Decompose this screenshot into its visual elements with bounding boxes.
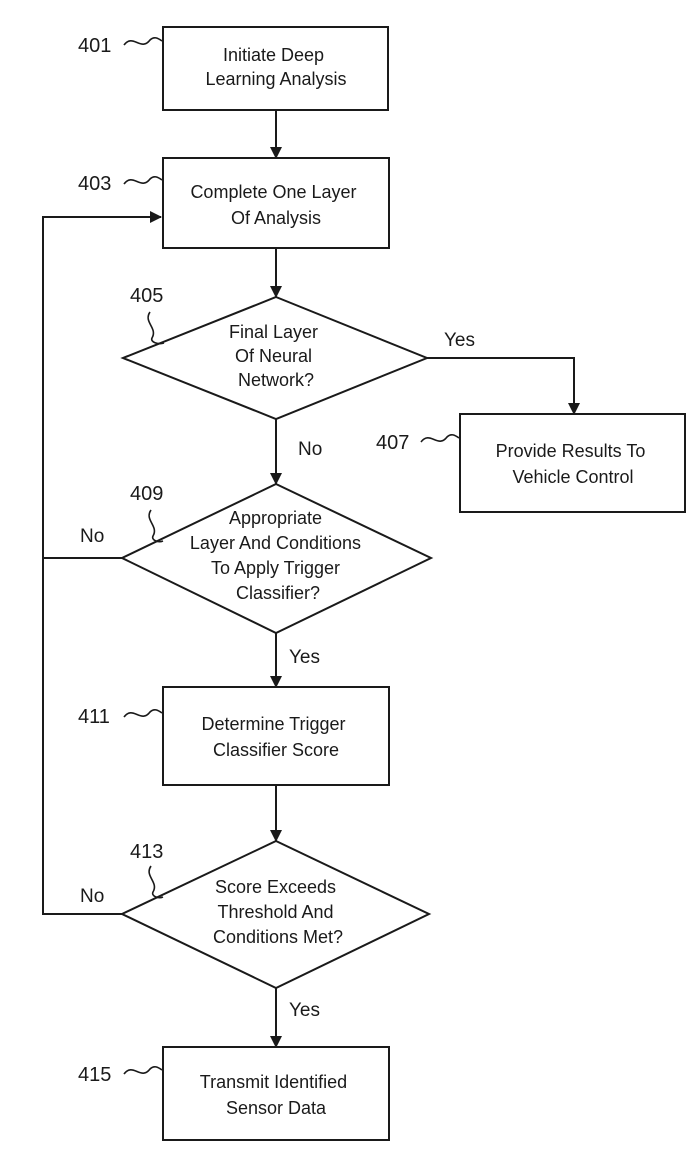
edge-label-405-no: No <box>298 439 322 460</box>
node-401-line-2: Learning Analysis <box>205 69 346 89</box>
node-407-provide-results: Provide Results To Vehicle Control <box>459 413 686 513</box>
node-411-text: Determine Trigger Classifier Score <box>201 714 350 760</box>
process-box <box>162 26 389 111</box>
edge-label-409-yes: Yes <box>289 647 320 668</box>
process-box <box>162 157 390 249</box>
ref-label-411: 411 <box>78 706 110 728</box>
node-409-apply-trigger-decision: Appropriate Layer And Conditions To Appl… <box>119 482 434 635</box>
node-403-line-2: Of Analysis <box>231 208 321 228</box>
node-401-initiate-analysis: Initiate Deep Learning Analysis <box>162 26 389 111</box>
node-409-line-1: Appropriate <box>229 508 322 528</box>
node-411-determine-score: Determine Trigger Classifier Score <box>162 686 390 786</box>
ref-label-403: 403 <box>78 173 111 195</box>
node-405-text: Final Layer Of Neural Network? <box>229 322 323 390</box>
ref-label-407: 407 <box>376 432 409 454</box>
node-401-line-1: Initiate Deep <box>223 45 324 65</box>
node-409-text: Appropriate Layer And Conditions To Appl… <box>190 508 366 603</box>
leader-407 <box>420 433 460 443</box>
node-413-line-3: Conditions Met? <box>213 927 343 947</box>
edge-label-413-yes: Yes <box>289 1000 320 1021</box>
leader-405 <box>147 311 165 345</box>
leader-409 <box>148 509 164 543</box>
node-415-transmit-sensor-data: Transmit Identified Sensor Data <box>162 1046 390 1141</box>
node-405-line-3: Network? <box>238 370 314 390</box>
leader-415 <box>123 1065 163 1075</box>
node-409-line-2: Layer And Conditions <box>190 533 361 553</box>
ref-label-405: 405 <box>130 285 163 307</box>
leader-403 <box>123 175 163 185</box>
edge-loop-back-to-403 <box>42 211 162 915</box>
node-415-line-2: Sensor Data <box>226 1098 327 1118</box>
ref-label-415: 415 <box>78 1064 111 1086</box>
node-413-line-2: Threshold And <box>217 902 333 922</box>
leader-401 <box>123 36 163 46</box>
node-405-line-1: Final Layer <box>229 322 318 342</box>
process-box <box>162 1046 390 1141</box>
ref-label-401: 401 <box>78 35 111 57</box>
node-403-complete-layer: Complete One Layer Of Analysis <box>162 157 390 249</box>
edge-label-413-no: No <box>80 886 104 907</box>
ref-label-413: 413 <box>130 841 163 863</box>
node-413-text: Score Exceeds Threshold And Conditions M… <box>213 877 343 947</box>
ref-label-409: 409 <box>130 483 163 505</box>
process-box <box>162 686 390 786</box>
node-409-line-3: To Apply Trigger <box>211 558 340 578</box>
leader-411 <box>123 708 163 718</box>
node-405-final-layer-decision: Final Layer Of Neural Network? <box>120 295 430 421</box>
node-411-line-2: Classifier Score <box>213 740 339 760</box>
edge-label-409-no: No <box>80 526 104 547</box>
edge-405-yes-to-407 <box>427 357 580 415</box>
node-403-text: Complete One Layer Of Analysis <box>190 182 361 228</box>
node-407-line-1: Provide Results To <box>496 441 646 461</box>
edge-label-405-yes: Yes <box>444 330 475 351</box>
node-407-text: Provide Results To Vehicle Control <box>496 441 651 487</box>
node-401-text: Initiate Deep Learning Analysis <box>205 45 346 89</box>
node-415-text: Transmit Identified Sensor Data <box>200 1072 352 1118</box>
node-409-line-4: Classifier? <box>236 583 320 603</box>
process-box <box>459 413 686 513</box>
leader-413 <box>148 865 164 899</box>
node-403-line-1: Complete One Layer <box>190 182 356 202</box>
node-405-line-2: Of Neural <box>235 346 312 366</box>
node-413-line-1: Score Exceeds <box>215 877 336 897</box>
node-415-line-1: Transmit Identified <box>200 1072 347 1092</box>
node-411-line-1: Determine Trigger <box>201 714 345 734</box>
node-407-line-2: Vehicle Control <box>512 467 633 487</box>
node-413-score-threshold-decision: Score Exceeds Threshold And Conditions M… <box>119 839 432 990</box>
